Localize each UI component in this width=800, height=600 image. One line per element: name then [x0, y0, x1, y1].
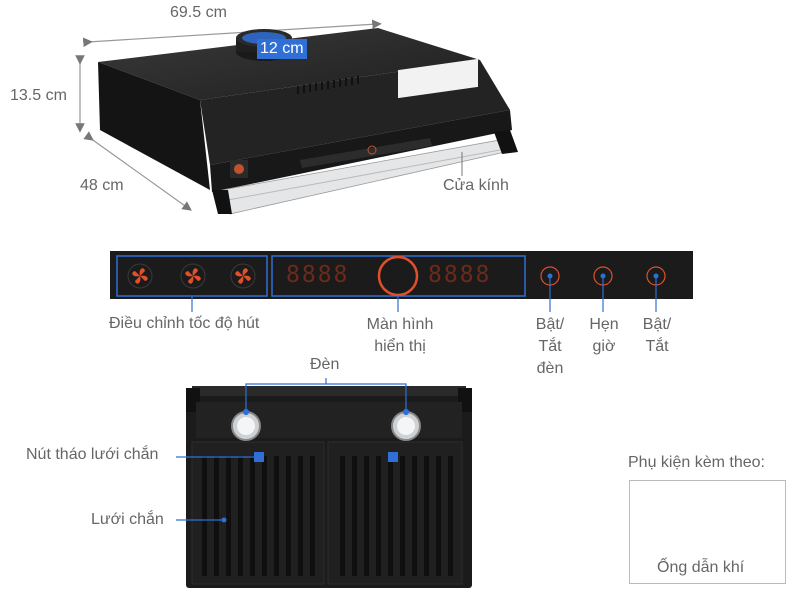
- lamp-left: [231, 411, 261, 441]
- range-hood-3d: [98, 28, 518, 215]
- accessory-box: [629, 480, 786, 584]
- filter-label: Lưới chắn: [91, 511, 164, 528]
- depth-dimension-label: 48 cm: [80, 177, 124, 194]
- power-label-line2: Tắt: [645, 338, 669, 355]
- power-label-line1: Bật/: [642, 316, 672, 333]
- lamps-label: Đèn: [310, 356, 340, 373]
- display-digits-right: 8888: [428, 262, 492, 288]
- fan-speed-2-icon: [185, 268, 201, 284]
- light-label-line1: Bật/: [535, 316, 565, 333]
- timer-label-line1: Hẹn: [589, 316, 619, 333]
- dimension-lines: [75, 19, 382, 211]
- display-label-line1: Màn hình: [366, 316, 434, 333]
- timer-label: Hẹn giờ: [580, 314, 628, 358]
- power-toggle-label: Bật/ Tắt: [633, 314, 681, 358]
- fan-speed-label: Điều chỉnh tốc độ hút: [109, 315, 260, 332]
- display-label: Màn hình hiển thị: [358, 314, 442, 358]
- display-label-line2: hiển thị: [374, 338, 426, 355]
- lamp-leaders: [242, 378, 410, 416]
- fan-speed-1-icon: [132, 268, 148, 284]
- light-label-line3: đèn: [536, 360, 564, 377]
- hood-underside: [186, 386, 472, 588]
- display-digits-left: 8888: [286, 262, 350, 288]
- accessory-heading: Phụ kiện kèm theo:: [628, 454, 765, 471]
- filter-release-button-left: [254, 452, 264, 462]
- filter-release-label: Nút tháo lưới chắn: [26, 446, 159, 463]
- light-toggle-label: Bật/ Tắt đèn: [526, 314, 574, 380]
- height-dimension-label: 13.5 cm: [10, 87, 67, 104]
- timer-label-line2: giờ: [592, 338, 616, 355]
- glass-door-label: Cửa kính: [443, 177, 509, 194]
- fan-speed-3-icon: [235, 268, 251, 284]
- filter-release-button-right: [388, 452, 398, 462]
- duct-diameter-label: 12 cm: [257, 39, 307, 59]
- lamp-right: [391, 411, 421, 441]
- control-panel: [110, 251, 693, 312]
- accessory-name: Ống dẫn khí: [657, 559, 745, 576]
- light-label-line2: Tắt: [538, 338, 562, 355]
- width-dimension-label: 69.5 cm: [170, 4, 227, 21]
